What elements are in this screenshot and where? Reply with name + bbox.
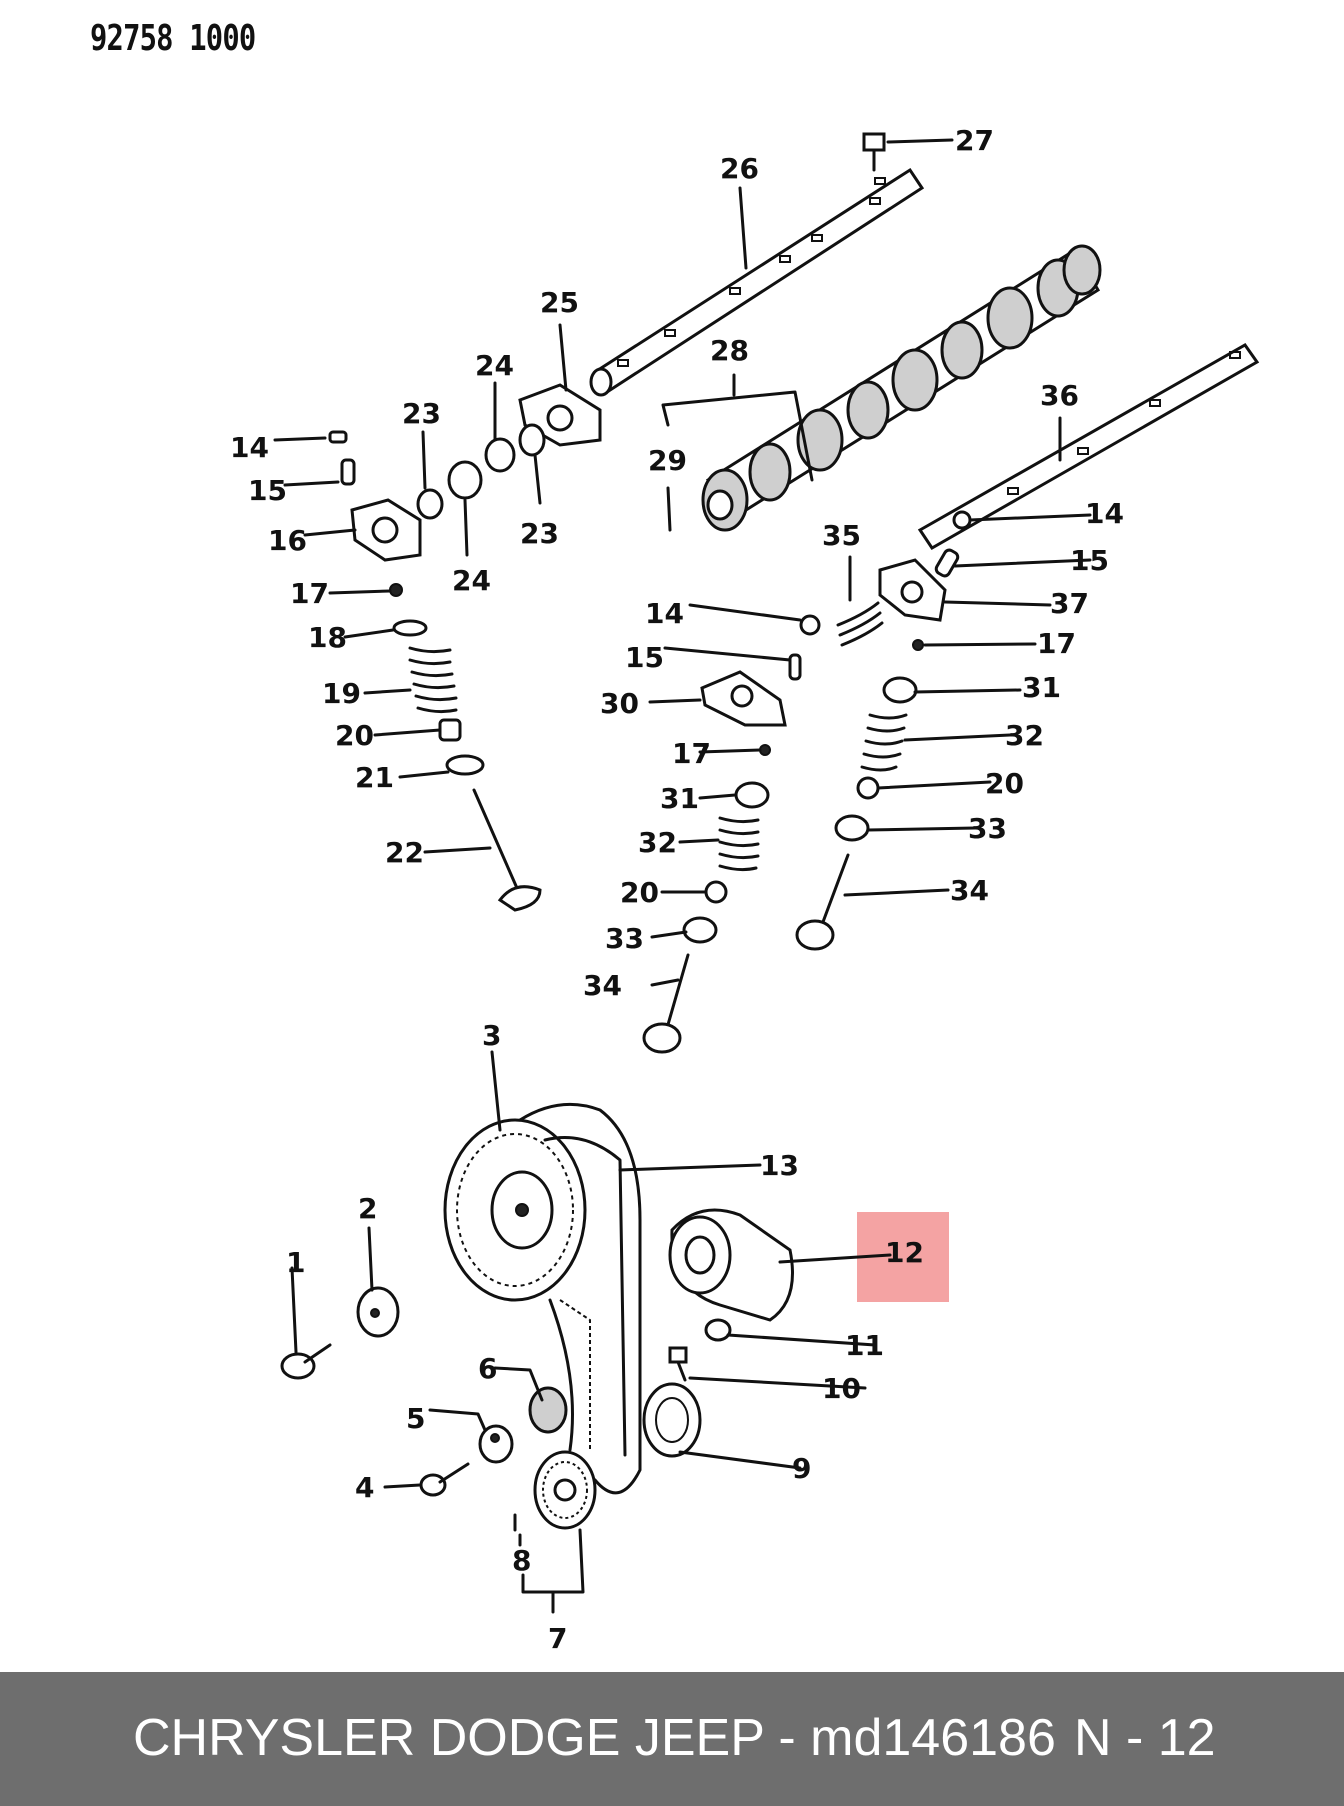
label-31a: 31 — [660, 782, 699, 815]
label-19: 19 — [322, 677, 361, 710]
parts-exploded-diagram: 27 26 25 28 24 23 29 36 14 15 16 23 24 3… — [230, 124, 1260, 1655]
timing-belt-13 — [518, 1102, 642, 1495]
label-35: 35 — [822, 519, 861, 552]
label-25: 25 — [540, 286, 579, 319]
rocker-arm-30 — [700, 670, 787, 727]
label-3: 3 — [482, 1019, 501, 1052]
crankshaft-sprocket-7 — [533, 1450, 597, 1530]
bolt-10 — [668, 1346, 688, 1382]
label-34b: 34 — [950, 874, 989, 907]
spring-6 — [528, 1386, 568, 1434]
label-8: 8 — [512, 1544, 531, 1577]
label-24b: 24 — [452, 564, 491, 597]
leader-lines — [273, 138, 1092, 1614]
valve-22 — [472, 788, 542, 912]
label-24a: 24 — [475, 349, 514, 382]
label-17b: 17 — [672, 737, 711, 770]
right-small-parts — [834, 510, 972, 842]
label-7: 7 — [548, 1622, 567, 1655]
label-15b: 15 — [625, 641, 664, 674]
tensioner-12 — [668, 1208, 794, 1322]
label-20c: 20 — [985, 767, 1024, 800]
label-30: 30 — [600, 687, 639, 720]
label-17c: 17 — [1037, 627, 1076, 660]
label-37: 37 — [1050, 587, 1089, 620]
valve-34a — [642, 953, 690, 1054]
washer-2 — [356, 1286, 400, 1338]
middle-small-parts — [682, 614, 821, 944]
label-15a: 15 — [248, 474, 287, 507]
label-20a: 20 — [335, 719, 374, 752]
left-retainers — [438, 718, 485, 776]
label-10: 10 — [822, 1372, 861, 1405]
label-5: 5 — [406, 1402, 425, 1435]
label-29: 29 — [648, 444, 687, 477]
bolt-4 — [419, 1462, 470, 1497]
label-27: 27 — [955, 124, 994, 157]
label-16: 16 — [268, 524, 307, 557]
label-17a: 17 — [290, 577, 329, 610]
rocker-shaft-26 — [589, 167, 925, 397]
bolt-1 — [280, 1343, 332, 1380]
label-14c: 14 — [1085, 497, 1124, 530]
label-32a: 32 — [638, 826, 677, 859]
label-20b: 20 — [620, 876, 659, 909]
label-33a: 33 — [605, 922, 644, 955]
valve-spring-35 — [836, 601, 884, 647]
camshaft-sprocket-3 — [443, 1118, 587, 1302]
label-4: 4 — [355, 1471, 374, 1504]
label-6: 6 — [478, 1352, 497, 1385]
label-18: 18 — [308, 621, 347, 654]
label-31b: 31 — [1022, 671, 1061, 704]
valve-spring-32a — [718, 816, 760, 872]
label-21: 21 — [355, 761, 394, 794]
label-15c: 15 — [1070, 544, 1109, 577]
left-small-parts — [328, 423, 546, 637]
catalog-number: 92758 1000 — [90, 18, 256, 59]
pulley-9 — [642, 1382, 702, 1458]
washer-11 — [704, 1318, 732, 1342]
label-12: 12 — [885, 1236, 924, 1269]
footer-page-number: N - 12 — [1074, 1709, 1216, 1767]
spacer-5 — [478, 1424, 514, 1464]
pin-29 — [666, 486, 672, 532]
label-33b: 33 — [968, 812, 1007, 845]
valve-spring-19 — [408, 646, 458, 714]
label-9: 9 — [792, 1452, 811, 1485]
label-26: 26 — [720, 152, 759, 185]
rocker-arm-37 — [878, 558, 947, 622]
valve-34b — [795, 853, 850, 951]
label-13: 13 — [760, 1149, 799, 1182]
label-22: 22 — [385, 836, 424, 869]
rocker-arm-16 — [350, 498, 422, 562]
label-34a: 34 — [583, 969, 622, 1002]
label-36: 36 — [1040, 379, 1079, 412]
label-1: 1 — [286, 1246, 305, 1279]
label-2: 2 — [358, 1192, 377, 1225]
label-11: 11 — [845, 1329, 884, 1362]
label-14b: 14 — [645, 597, 684, 630]
valve-spring-32b — [860, 713, 908, 772]
label-14a: 14 — [230, 431, 269, 464]
label-28: 28 — [710, 334, 749, 367]
label-23a: 23 — [402, 397, 441, 430]
label-23b: 23 — [520, 517, 559, 550]
label-32b: 32 — [1005, 719, 1044, 752]
bolt-27 — [862, 132, 886, 172]
footer-bar: CHRYSLER DODGE JEEP - md146186 N - 12 — [0, 1672, 1344, 1806]
footer-title: CHRYSLER DODGE JEEP - md146186 — [133, 1709, 1056, 1767]
